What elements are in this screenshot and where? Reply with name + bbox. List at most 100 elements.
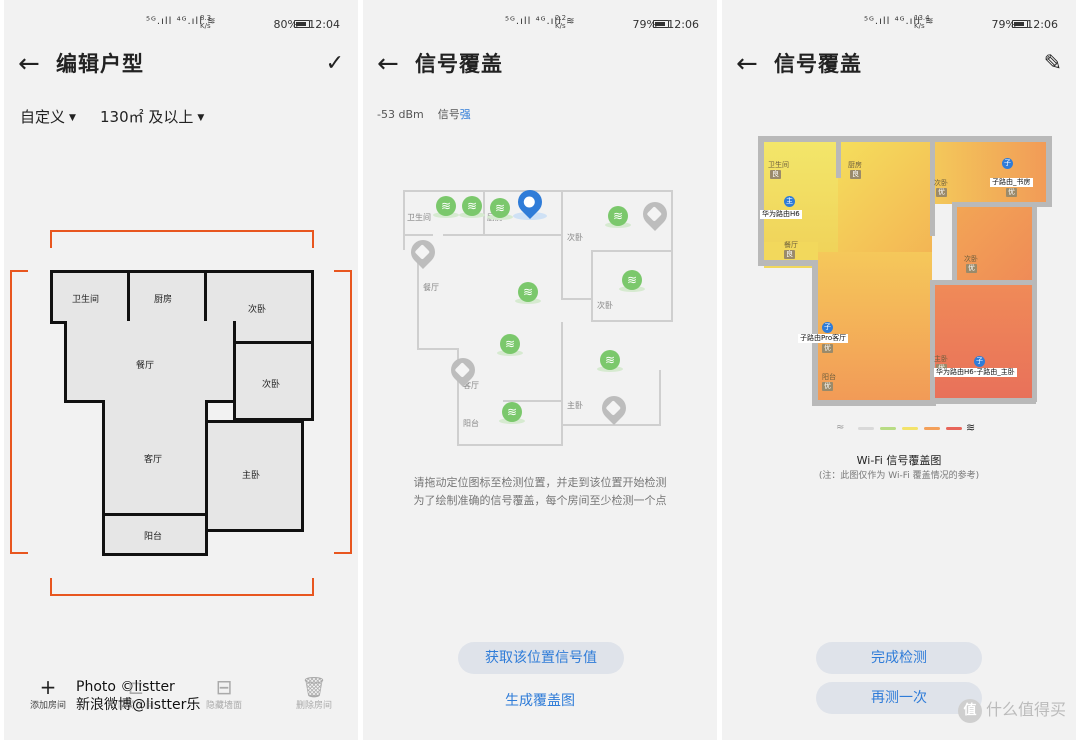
room-label: 次卧	[934, 179, 948, 187]
hide-wall-icon: ⊟	[215, 675, 233, 699]
clock: 12:04	[308, 18, 340, 31]
net-speed: 13.4 K/s	[914, 14, 930, 30]
signal-icon: ⁵ᴳ.ıll ⁴ᴳ.ıll ≋	[864, 16, 935, 27]
wall	[930, 398, 1036, 404]
hide-room-button[interactable]: ⊏隐藏房间	[108, 676, 164, 711]
router-marker-icon[interactable]	[406, 235, 440, 269]
wall	[457, 444, 563, 446]
quality-tag: 良	[770, 170, 781, 179]
room-balcony[interactable]	[102, 513, 208, 556]
room-bath[interactable]	[50, 270, 130, 324]
area-value: 130㎡ 及以上	[100, 108, 194, 126]
net-speed: 8.3 K/s	[200, 14, 212, 30]
wifi-point-icon[interactable]: ≋	[608, 206, 628, 226]
area-dropdown[interactable]: 130㎡ 及以上▼	[100, 106, 204, 127]
room-living[interactable]	[102, 400, 208, 516]
wall	[671, 190, 673, 252]
frame-bracket-top	[50, 230, 314, 248]
wall	[758, 136, 1050, 142]
wall	[671, 250, 673, 322]
wall	[836, 136, 841, 178]
heat-zone	[818, 252, 932, 402]
wall	[561, 190, 563, 298]
tool-label: 隐藏房间	[117, 701, 154, 711]
confirm-check-icon[interactable]: ✓	[325, 51, 344, 76]
back-arrow-icon[interactable]: ←	[18, 49, 40, 79]
wifi-point-icon[interactable]: ≋	[436, 196, 456, 216]
wall	[952, 202, 957, 282]
clock: 12:06	[1026, 18, 1058, 31]
main-router-icon[interactable]: 主	[784, 196, 795, 207]
sub-router-icon[interactable]: 子	[1002, 158, 1013, 169]
retest-button[interactable]: 再测一次	[816, 682, 982, 714]
back-arrow-icon[interactable]: ←	[736, 49, 758, 79]
room-label: 次卧	[262, 380, 281, 390]
battery-percent: 79%	[632, 18, 657, 31]
delete-room-button[interactable]: 🗑删除房间	[286, 676, 342, 711]
wifi-point-icon[interactable]: ≋	[462, 196, 482, 216]
survey-floorplan[interactable]: 卫生间 厨房 次卧 餐厅 次卧 客厅 主卧 阳台 ≋ ≋ ≋ ≋ ≋ ≋ ≋ ≋…	[403, 185, 675, 446]
router-marker-icon[interactable]	[597, 391, 631, 425]
edit-floorplan-screen: ⁵ᴳ.ıll ⁴ᴳ.ıll ≋ 8.3 K/s 80% 12:04 ← 编辑户型…	[4, 0, 358, 740]
legend-swatch	[858, 427, 874, 430]
router-label: 子路由_书房	[990, 178, 1033, 187]
wall	[758, 136, 764, 266]
wifi-point-icon[interactable]: ≋	[490, 198, 510, 218]
room-label: 主卧	[567, 401, 583, 410]
room-label: 餐厅	[136, 361, 155, 371]
wall	[1032, 202, 1037, 402]
plus-icon: +	[39, 675, 57, 699]
get-signal-button[interactable]: 获取该位置信号值	[458, 642, 624, 674]
edit-pencil-icon[interactable]: ✎	[1043, 51, 1062, 76]
signal-coverage-screen: ⁵ᴳ.ıll ⁴ᴳ.ıll ≋ 2.2 K/s 79% 12:06 ← 信号覆盖…	[363, 0, 717, 740]
router-label: 华为路由H6-子路由_主卧	[934, 368, 1017, 377]
signal-icon: ⁵ᴳ.ıll ⁴ᴳ.ıll ≋	[505, 16, 576, 27]
room-label: 次卧	[248, 305, 267, 315]
back-arrow-icon[interactable]: ←	[377, 49, 399, 79]
wall	[930, 136, 935, 236]
watermark-logo-icon: 值	[957, 698, 982, 723]
generate-map-link[interactable]: 生成覆盖图	[505, 693, 575, 709]
wifi-point-icon[interactable]: ≋	[600, 350, 620, 370]
layout-type-dropdown[interactable]: 自定义▼	[20, 106, 76, 127]
sub-router-icon[interactable]: 子	[822, 322, 833, 333]
router-marker-icon[interactable]	[638, 197, 672, 231]
battery-percent: 80%	[273, 18, 298, 31]
quality-tag: 优	[936, 188, 947, 197]
legend-swatch	[880, 427, 896, 430]
room-bedroom-2[interactable]	[233, 341, 314, 421]
room-master[interactable]	[205, 420, 304, 532]
wall	[561, 298, 591, 300]
heat-zone	[932, 282, 1032, 402]
battery-percent: 79%	[991, 18, 1016, 31]
wall	[417, 250, 419, 350]
room-label: 次卧	[964, 255, 978, 263]
legend-swatch	[902, 427, 918, 430]
floorplan[interactable]: 卫生间 厨房 次卧 餐厅 次卧 客厅 主卧 阳台	[50, 270, 314, 556]
room-label: 次卧	[567, 233, 583, 242]
page-title: 信号覆盖	[774, 52, 862, 76]
status-bar: ⁵ᴳ.ıll ⁴ᴳ.ıll ≋ 13.4 K/s 79% 12:06	[722, 0, 1076, 48]
wall	[503, 400, 561, 402]
dbm-value: -53 dBm	[377, 108, 424, 121]
wifi-point-icon[interactable]: ≋	[502, 402, 522, 422]
wall	[591, 250, 593, 322]
instruction-text: 请拖动定位图标至检测位置，并走到该位置开始检测为了绘制准确的信号覆盖，每个房间至…	[363, 474, 717, 510]
hide-wall-button[interactable]: ⊟ 隐藏墙面	[196, 676, 252, 711]
heat-zone	[838, 142, 932, 262]
wifi-point-icon[interactable]: ≋	[500, 334, 520, 354]
finish-test-button[interactable]: 完成检测	[816, 642, 982, 674]
wall	[591, 320, 673, 322]
dropdown-caret-icon: ▼	[197, 113, 205, 123]
quality-tag: 良	[784, 250, 795, 259]
dropdown-caret-icon: ▼	[69, 113, 76, 123]
add-room-button[interactable]: +添加房间	[20, 676, 76, 711]
tool-label: 隐藏墙面	[205, 701, 242, 711]
sub-router-icon[interactable]: 子	[974, 356, 985, 367]
room-label: 主卧	[934, 355, 948, 363]
room-label: 卫生间	[72, 295, 100, 305]
wifi-point-icon[interactable]: ≋	[518, 282, 538, 302]
wifi-point-icon[interactable]: ≋	[622, 270, 642, 290]
wall	[930, 280, 935, 406]
